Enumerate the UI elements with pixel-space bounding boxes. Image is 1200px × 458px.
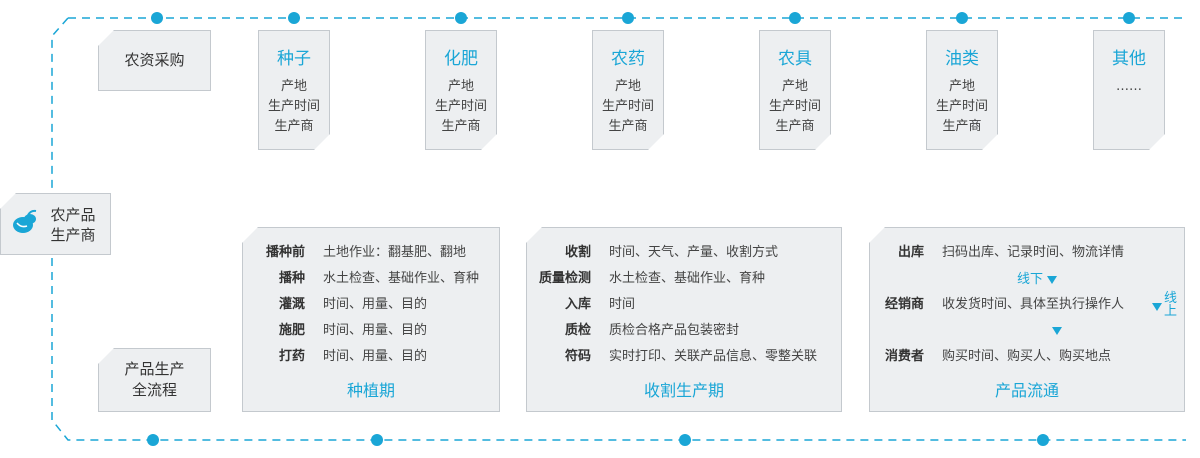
frame-dot (371, 434, 383, 446)
panel-title: 产品流通 (994, 381, 1059, 400)
panel-title: 种植期 (346, 381, 395, 400)
row-value: 实时打印、关联产品信息、零整关联 (609, 349, 818, 364)
card-title: 其他 (1112, 49, 1146, 69)
arrow-down-icon (1152, 303, 1162, 311)
procurement-label-box: 农资采购 (98, 30, 211, 91)
input-card-oil: 油类 产地 生产时间 生产商 (926, 30, 998, 150)
procurement-label: 农资采购 (124, 51, 185, 69)
frame-dot (288, 12, 300, 24)
row-value: 时间、天气、产量、收割方式 (609, 245, 779, 260)
card-line: 产地 (447, 79, 474, 94)
frame-dot (147, 434, 159, 446)
input-card-pesticide: 农药 产地 生产时间 生产商 (592, 30, 664, 150)
arrow-down-icon (1047, 275, 1058, 284)
row-key: 消费者 (884, 349, 924, 364)
row-value: 水土检查、基础作业、育种 (609, 271, 766, 286)
row-value: 时间、用量、目的 (323, 323, 428, 338)
card-title: 化肥 (444, 49, 478, 69)
offline-label: 线下 (1017, 272, 1044, 287)
row-key: 灌溉 (278, 297, 305, 312)
input-card-seed: 种子 产地 生产时间 生产商 (258, 30, 330, 150)
row-key: 出库 (897, 245, 924, 260)
row-key: 打药 (278, 349, 305, 364)
circulation-panel: 出库 扫码出库、记录时间、物流详情 线下 经销商 收发货时间、具体至执行操作人 … (869, 227, 1185, 412)
frame-dot (455, 12, 467, 24)
row-value: 扫码出库、记录时间、物流详情 (942, 245, 1125, 260)
vegetable-icon (13, 209, 37, 233)
producer-label-line: 生产商 (50, 226, 96, 244)
row-value: 收发货时间、具体至执行操作人 (942, 297, 1125, 312)
process-label-box: 产品生产 全流程 (98, 348, 211, 412)
frame-dot (622, 12, 634, 24)
card-line: 生产商 (942, 119, 982, 134)
frame-dot (1037, 434, 1049, 446)
frame-dot (1123, 12, 1135, 24)
row-key: 播种 (278, 271, 305, 286)
card-title: 油类 (945, 49, 979, 69)
row-value: 水土检查、基础作业、育种 (323, 271, 480, 286)
row-key: 质量检测 (538, 271, 591, 286)
card-line: 产地 (280, 79, 307, 94)
card-line: …… (1116, 79, 1142, 94)
card-title: 农具 (778, 49, 812, 69)
card-line: 生产商 (274, 119, 314, 134)
row-key: 质检 (564, 323, 591, 338)
row-key: 施肥 (278, 323, 305, 338)
card-line: 生产时间 (601, 99, 654, 114)
row-value: 时间、用量、目的 (323, 349, 428, 364)
row-key: 播种前 (265, 245, 305, 260)
producer-label-line: 农产品 (50, 206, 96, 224)
frame-dot (151, 12, 163, 24)
card-line: 生产商 (775, 119, 815, 134)
card-title: 种子 (277, 49, 311, 69)
input-card-tools: 农具 产地 生产时间 生产商 (759, 30, 831, 150)
arrow-down-icon (1052, 327, 1062, 335)
harvest-panel: 收割 时间、天气、产量、收割方式 质量检测 水土检查、基础作业、育种 入库 时间… (526, 227, 842, 412)
row-key: 收割 (564, 245, 591, 260)
card-line: 生产商 (608, 119, 648, 134)
card-line: 产地 (614, 79, 641, 94)
input-card-fertilizer: 化肥 产地 生产时间 生产商 (425, 30, 497, 150)
card-line: 生产时间 (434, 99, 487, 114)
row-value: 土地作业：翻基肥、翻地 (323, 245, 467, 260)
producer-box: 农产品 生产商 (0, 193, 111, 255)
row-value: 质检合格产品包装密封 (609, 323, 740, 338)
frame-dot (679, 434, 691, 446)
card-line: 生产时间 (267, 99, 320, 114)
card-line: 生产时间 (768, 99, 821, 114)
input-card-other: 其他 …… (1093, 30, 1165, 150)
row-value: 购买时间、购买人、购买地点 (942, 349, 1112, 364)
online-label-line: 线 (1164, 291, 1178, 306)
frame-outline (51, 17, 1186, 441)
card-line: 产地 (781, 79, 808, 94)
online-label-line: 上 (1164, 304, 1178, 319)
card-line: 产地 (948, 79, 975, 94)
panel-title: 收割生产期 (643, 381, 724, 400)
row-key: 入库 (564, 297, 591, 312)
frame-dot (956, 12, 968, 24)
offline-flow-marker: 线下 (1017, 268, 1058, 287)
card-line: 生产时间 (935, 99, 988, 114)
planting-panel: 播种前 土地作业：翻基肥、翻地 播种 水土检查、基础作业、育种 灌溉 时间、用量… (242, 227, 500, 412)
card-title: 农药 (611, 49, 645, 69)
process-label-line: 全流程 (131, 381, 177, 399)
row-key: 经销商 (884, 297, 924, 312)
row-value: 时间、用量、目的 (323, 297, 428, 312)
row-key: 符码 (564, 349, 591, 364)
process-label-line: 产品生产 (124, 360, 185, 378)
row-value: 时间 (609, 297, 636, 312)
frame-dot (789, 12, 801, 24)
card-line: 生产商 (441, 119, 481, 134)
frame-dots (147, 12, 1135, 446)
